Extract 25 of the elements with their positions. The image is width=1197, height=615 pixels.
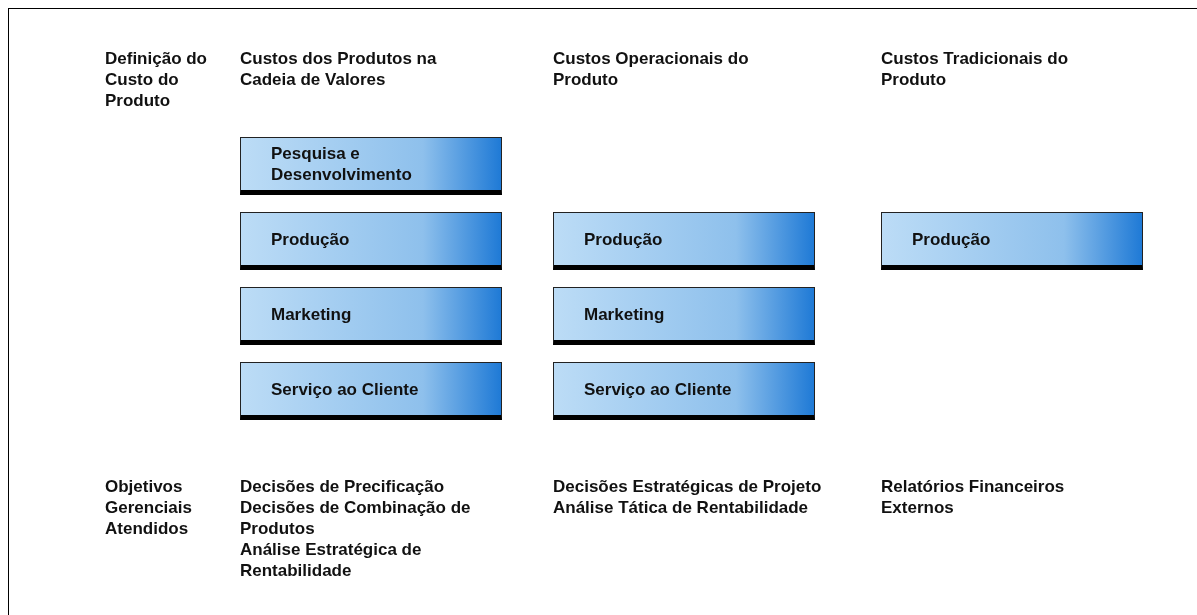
objective-text: Decisões de Combinação de Produtos: [240, 497, 472, 539]
cost-box: [553, 287, 815, 345]
cost-box: [240, 137, 502, 195]
column-heading: Custos Operacionais do Produto: [553, 48, 750, 90]
box-text: Marketing: [271, 303, 352, 325]
cost-box: [553, 362, 815, 420]
box-text: Serviço ao Cliente: [271, 378, 419, 400]
cost-box: [240, 287, 502, 345]
column-heading: Objetivos Gerenciais Atendidos: [105, 476, 193, 539]
objective-text: Relatórios Financeiros Externos: [881, 476, 1066, 518]
objective-text: Decisões de Precificação: [240, 476, 446, 497]
box-text: Produção: [912, 228, 991, 250]
cost-box: [240, 362, 502, 420]
box-text: Serviço ao Cliente: [584, 378, 732, 400]
box-text: Marketing: [584, 303, 665, 325]
cost-box: [553, 212, 815, 270]
column-heading: Custos Tradicionais do Produto: [881, 48, 1070, 90]
column-heading: Definição do Custo do Produto: [105, 48, 208, 111]
objective-text: Análise Estratégica de Rentabilidade: [240, 539, 423, 581]
cost-box: [240, 212, 502, 270]
box-text: Produção: [271, 228, 350, 250]
box-text: Pesquisa e Desenvolvimento: [271, 143, 413, 185]
cost-box: [881, 212, 1143, 270]
column-heading: Custos dos Produtos na Cadeia de Valores: [240, 48, 438, 90]
box-text: Produção: [584, 228, 663, 250]
